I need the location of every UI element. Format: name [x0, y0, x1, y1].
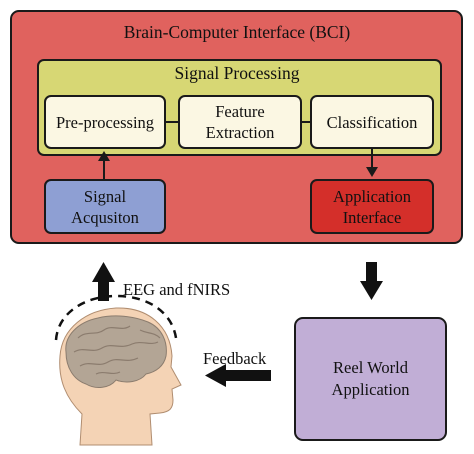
brain-folds	[73, 325, 161, 375]
classification-box: Classification	[310, 95, 434, 149]
bci-title: Brain-Computer Interface (BCI)	[123, 22, 351, 42]
feedback-arrowhead	[205, 364, 226, 387]
application-interface-label-line2: Interface	[342, 207, 402, 227]
signal-processing-title: Signal Processing	[174, 63, 300, 83]
feature-extraction-box: Feature Extraction	[178, 95, 302, 149]
signal-acquisition-box: Signal Acqusiton	[44, 179, 166, 234]
application-interface-box: Application Interface	[310, 179, 434, 234]
feature-extraction-label-line2: Extraction	[205, 123, 275, 142]
down-arrow-shaft	[366, 262, 377, 283]
signal-acquisition-label-line1: Signal	[83, 186, 127, 206]
real-world-label-line2: Application	[331, 380, 410, 399]
arrowhead-up-small	[98, 151, 110, 161]
feedback-label: Feedback	[203, 349, 267, 368]
classification-label: Classification	[326, 112, 418, 132]
real-world-application-box: Reel World Application	[294, 317, 447, 441]
application-interface-label-line1: Application	[333, 186, 411, 206]
real-world-label-line1: Reel World	[333, 358, 408, 377]
signal-acquisition-label-line2: Acqusiton	[71, 207, 139, 227]
feedback-arrow-shaft	[224, 370, 271, 381]
arrowhead-down-small	[366, 167, 378, 177]
eeg-arrow-shaft	[98, 280, 109, 301]
preprocessing-box: Pre-processing	[44, 95, 166, 149]
eeg-fnirs-label: EEG and fNIRS	[123, 280, 231, 299]
feature-extraction-label-line1: Feature	[215, 102, 265, 121]
preprocessing-label: Pre-processing	[55, 112, 155, 132]
eeg-arrowhead	[92, 262, 115, 282]
down-arrowhead	[360, 281, 383, 300]
